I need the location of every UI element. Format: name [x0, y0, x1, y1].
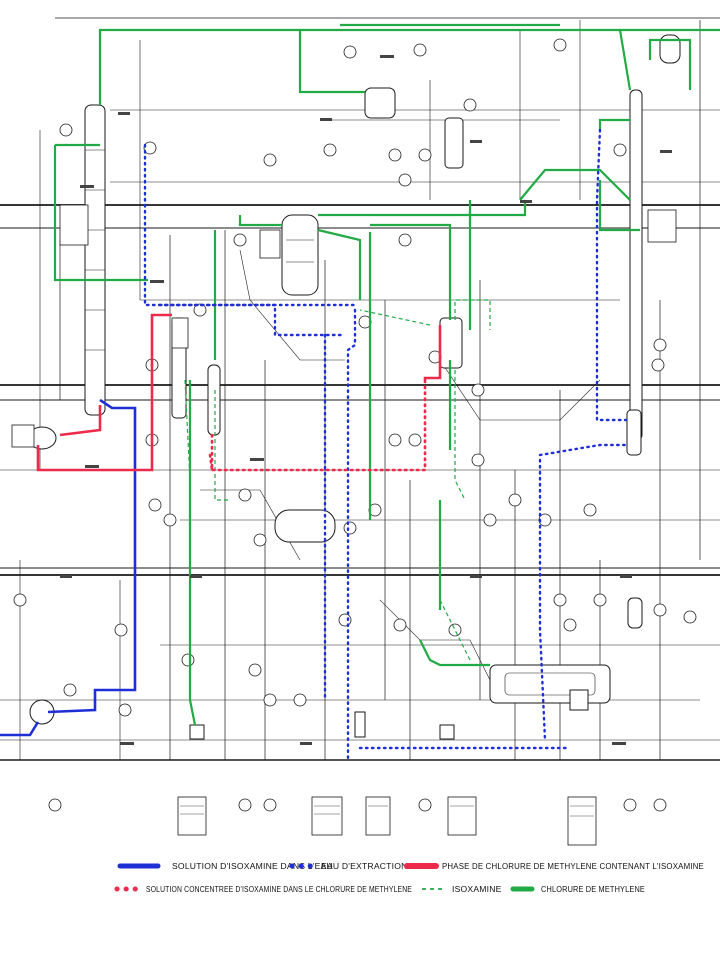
green-dashed-lines — [184, 299, 491, 661]
legend-label: SOLUTION CONCENTREE D'ISOXAMINE DANS LE … — [146, 884, 412, 894]
column-right — [629, 89, 643, 441]
vessel-right — [626, 409, 642, 456]
line-notations — [60, 55, 672, 745]
legend-label: EAU D'EXTRACTION — [321, 861, 408, 871]
equipment-tag-boxes — [11, 204, 677, 846]
legend-item-isoxamine: ISOXAMINE — [422, 884, 502, 894]
instrument-bubbles — [13, 38, 697, 812]
legend-label: SOLUTION D'ISOXAMINE DANS L'EAU — [172, 861, 333, 871]
pump-a — [189, 724, 205, 740]
legend-item-solution-eau: SOLUTION D'ISOXAMINE DANS L'EAU — [117, 861, 333, 871]
vessel-bottom-right — [627, 597, 643, 629]
green-solid-lines — [53, 23, 720, 726]
legend-item-phase-chlorure: PHASE DE CHLORURE DE METHYLENE CONTENANT… — [404, 861, 704, 871]
vessel-mid — [274, 509, 336, 543]
legend-item-eau-extraction: EAU D'EXTRACTION — [289, 861, 408, 871]
blue-dotted-lines — [143, 128, 630, 762]
legend-label: ISOXAMINE — [452, 884, 502, 894]
legend-label: PHASE DE CHLORURE DE METHYLENE CONTENANT… — [442, 861, 704, 871]
condenser-top — [444, 117, 464, 169]
vessel-top-right — [659, 34, 681, 64]
legend: SOLUTION D'ISOXAMINE DANS L'EAU EAU D'EX… — [114, 861, 704, 894]
legend-item-chlorure: CHLORURE DE METHYLENE — [510, 884, 645, 894]
blue-solid-lines — [0, 398, 137, 737]
exchanger-mid — [207, 364, 221, 436]
legend-label: CHLORURE DE METHYLENE — [541, 884, 645, 894]
red-dotted-lines — [208, 376, 427, 472]
pump-b — [439, 724, 455, 740]
pump-c — [569, 689, 589, 711]
piping-grid — [0, 17, 720, 761]
red-solid-lines — [36, 313, 442, 472]
column-left — [84, 104, 106, 416]
equipment — [27, 34, 681, 740]
tank-top — [364, 87, 396, 119]
tag-box-rules — [180, 805, 594, 817]
reactor-center — [281, 214, 319, 296]
pump-col — [354, 711, 366, 738]
legend-item-solution-concentree: SOLUTION CONCENTREE D'ISOXAMINE DANS LE … — [114, 884, 412, 894]
